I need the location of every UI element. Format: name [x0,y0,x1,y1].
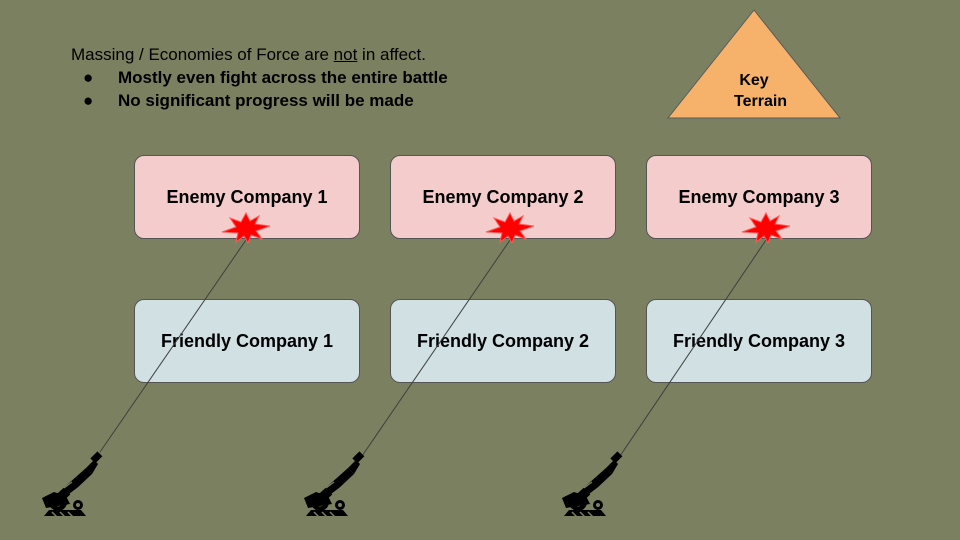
key-terrain-line2: Terrain [734,93,788,110]
explosion-icon [741,212,791,244]
friendly-company-2: Friendly Company 2 [390,299,616,383]
bullet-dot: ● [83,68,94,87]
friendly-company-label: Friendly Company 1 [160,330,334,351]
friendly-company-1: Friendly Company 1 [134,299,360,383]
bullet-text: Mostly even fight across the entire batt… [118,68,448,87]
enemy-company-label: Enemy Company 2 [422,186,584,207]
friendly-company-3: Friendly Company 3 [646,299,872,383]
fire-line [361,239,511,457]
fire-line [99,239,247,453]
heading-underlined-word: not [333,45,358,64]
bullet-item: ● Mostly even fight across the entire bat… [71,66,448,89]
key-terrain-line1: Key [739,72,769,89]
fire-line [619,239,767,457]
key-terrain-label: Key Terrain [734,70,788,112]
artillery-cannon-icon [561,450,624,519]
text-block: Massing / Economies of Force are not in … [71,43,448,112]
friendly-company-label: Friendly Company 2 [416,330,590,351]
bullet-item: ● No significant progress will be made [71,89,448,112]
heading: Massing / Economies of Force are not in … [71,43,448,66]
heading-prefix: Massing / Economies of Force are [71,45,334,64]
enemy-company-2: Enemy Company 2 [390,155,616,239]
artillery-cannon-icon [303,450,366,519]
key-terrain-triangle [666,9,842,119]
bullet-text: No significant progress will be made [118,91,414,110]
explosion-icon [485,212,535,244]
friendly-company-label: Friendly Company 3 [672,330,846,351]
enemy-company-label: Enemy Company 1 [166,186,328,207]
bullet-dot: ● [83,91,94,110]
explosion-icon [221,212,271,244]
enemy-company-label: Enemy Company 3 [678,186,840,207]
heading-suffix: in affect. [357,45,426,64]
artillery-cannon-icon [41,450,104,519]
